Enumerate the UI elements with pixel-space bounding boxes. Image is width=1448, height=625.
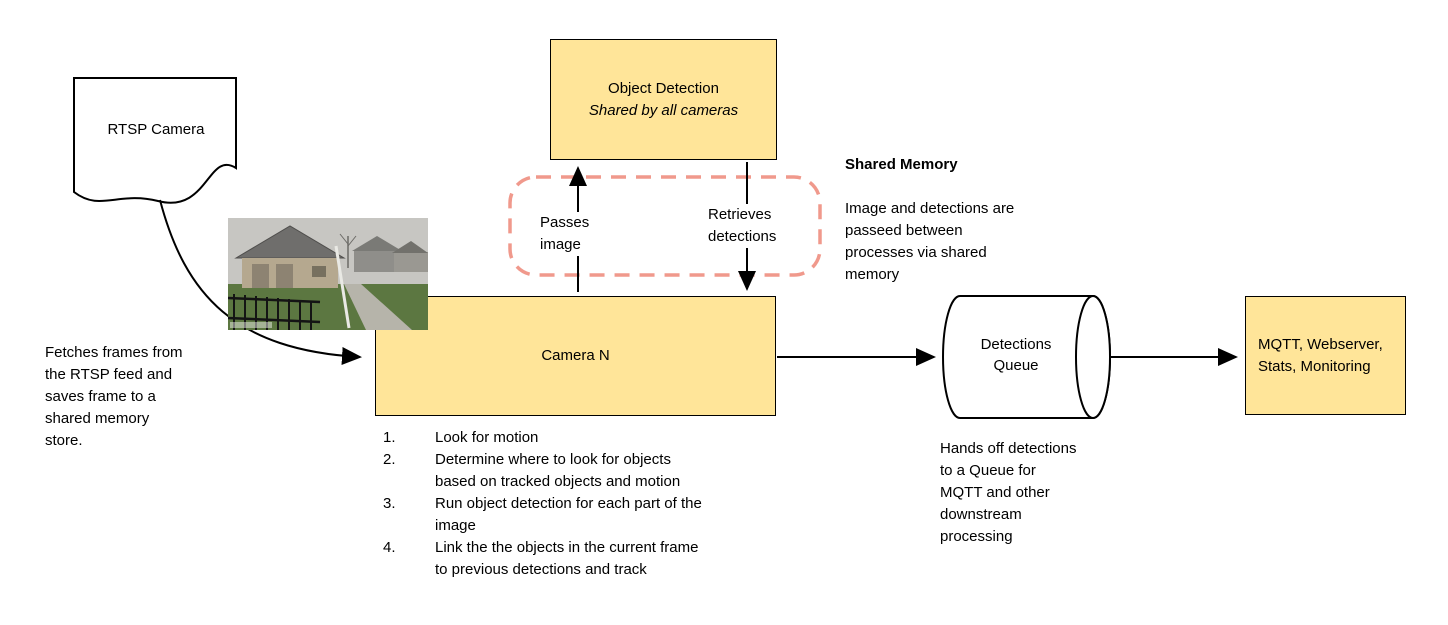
camera-step-4-text: Link the the objects in the current fram… xyxy=(435,539,699,578)
retrieves-detections-label: Retrieves detections xyxy=(706,204,779,248)
camera-n-node: Camera N xyxy=(375,296,776,416)
camera-step-4-number: 4. xyxy=(383,539,396,556)
camera-step-1-text: Look for motion xyxy=(435,429,539,446)
handoff-note: Hands off detections to a Queue for MQTT… xyxy=(940,440,1077,545)
outputs-label: MQTT, Webserver, Stats, Monitoring xyxy=(1258,335,1383,375)
outputs-node: MQTT, Webserver, Stats, Monitoring xyxy=(1245,296,1406,415)
object-detection-title: Object Detection xyxy=(608,79,719,97)
fetch-frames-note: Fetches frames from the RTSP feed and sa… xyxy=(45,344,183,449)
shared-memory-note: Shared Memory Image and detections are p… xyxy=(845,132,1045,308)
camera-step-3-number: 3. xyxy=(383,495,396,512)
shared-memory-title: Shared Memory xyxy=(845,156,958,173)
rtsp-camera-label: RTSP Camera xyxy=(107,121,205,138)
camera-snapshot-image xyxy=(228,218,428,330)
camera-steps-list: 1. Look for motion 2. Determine where to… xyxy=(383,427,823,581)
camera-step-1: 1. Look for motion xyxy=(383,427,823,449)
shared-memory-body: Image and detections are passeed between… xyxy=(845,200,1015,283)
camera-step-3: 3. Run object detection for each part of… xyxy=(383,493,823,537)
object-detection-node: Object Detection Shared by all cameras xyxy=(550,39,777,160)
passes-image-label: Passes image xyxy=(538,212,592,256)
detections-queue-label: Detections Queue xyxy=(980,336,1052,374)
object-detection-subtitle: Shared by all cameras xyxy=(588,101,739,119)
camera-step-2: 2. Determine where to look for objects b… xyxy=(383,449,823,493)
camera-step-2-number: 2. xyxy=(383,451,396,468)
rtsp-camera-shape xyxy=(73,77,237,204)
camera-n-label: Camera N xyxy=(541,347,610,364)
camera-step-1-number: 1. xyxy=(383,429,396,446)
camera-step-2-text: Determine where to look for objects base… xyxy=(435,451,681,490)
camera-step-3-text: Run object detection for each part of th… xyxy=(435,495,702,534)
camera-step-4: 4. Link the the objects in the current f… xyxy=(383,537,823,581)
